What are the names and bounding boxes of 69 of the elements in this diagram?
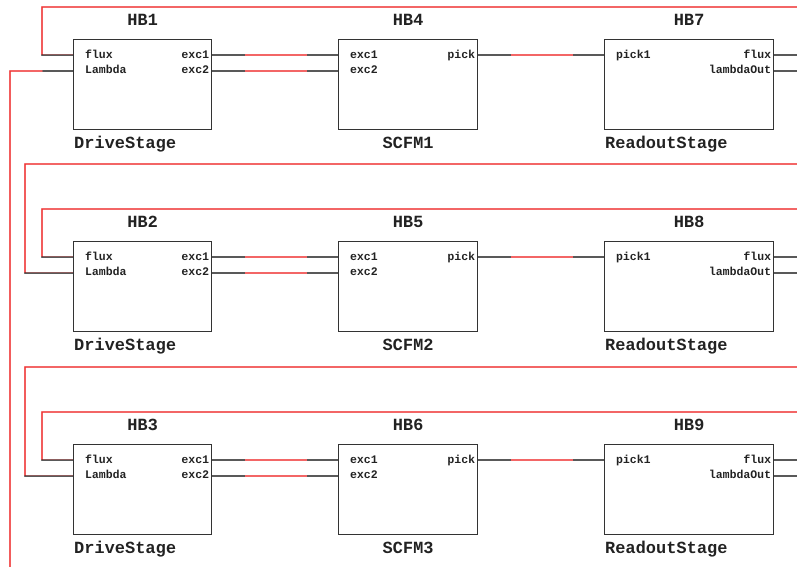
port-label: lambdaOut xyxy=(708,469,771,482)
block-name: HB9 xyxy=(672,418,706,436)
port-label: exc1 xyxy=(181,49,209,62)
wire xyxy=(774,475,797,477)
wire xyxy=(41,208,797,258)
wire xyxy=(212,54,338,56)
port-label: lambdaOut xyxy=(708,64,771,77)
port-label: flux xyxy=(743,49,771,62)
wire xyxy=(212,272,338,274)
wire xyxy=(24,163,797,274)
wire xyxy=(774,70,797,72)
port-label: Lambda xyxy=(85,469,126,482)
block-name: HB4 xyxy=(392,13,424,31)
block-type: SCFM2 xyxy=(381,338,434,356)
port-label: exc2 xyxy=(181,469,209,482)
wire xyxy=(41,411,797,461)
port-label: flux xyxy=(743,251,771,264)
port-label: pick1 xyxy=(616,454,651,467)
port-label: pick1 xyxy=(616,251,651,264)
wire xyxy=(41,6,797,56)
port-label: Lambda xyxy=(85,64,126,77)
wire xyxy=(774,54,797,56)
port-label: exc1 xyxy=(350,49,378,62)
port-label: exc1 xyxy=(181,454,209,467)
port-label: flux xyxy=(743,454,771,467)
block-type: ReadoutStage xyxy=(605,338,728,356)
port-label: pick xyxy=(447,251,475,264)
block-name: HB3 xyxy=(126,418,159,436)
port-label: Lambda xyxy=(85,266,126,279)
block-name: HB5 xyxy=(392,215,424,233)
port-label: flux xyxy=(85,454,113,467)
port-label: exc2 xyxy=(350,64,378,77)
block-name: HB8 xyxy=(672,215,706,233)
block-name: HB2 xyxy=(126,215,159,233)
port-label: exc2 xyxy=(350,469,378,482)
block-name: HB1 xyxy=(126,13,159,31)
block-name: HB7 xyxy=(672,13,706,31)
port-label: exc1 xyxy=(181,251,209,264)
wire xyxy=(24,366,797,477)
port-label: flux xyxy=(85,49,113,62)
block-type: ReadoutStage xyxy=(605,541,728,559)
port-label: pick xyxy=(447,454,475,467)
port-label: exc2 xyxy=(350,266,378,279)
wire xyxy=(774,459,797,461)
wire xyxy=(774,272,797,274)
port-label: exc1 xyxy=(350,454,378,467)
wire xyxy=(774,256,797,258)
wire xyxy=(478,256,604,258)
block-type: SCFM1 xyxy=(381,136,434,154)
wire xyxy=(478,54,604,56)
wire xyxy=(212,256,338,258)
block-type: ReadoutStage xyxy=(605,136,728,154)
port-label: lambdaOut xyxy=(708,266,771,279)
port-label: exc1 xyxy=(350,251,378,264)
port-label: flux xyxy=(85,251,113,264)
wire xyxy=(478,459,604,461)
block-type: DriveStage xyxy=(74,541,176,559)
block-type: DriveStage xyxy=(74,136,176,154)
block-type: DriveStage xyxy=(74,338,176,356)
port-label: pick xyxy=(447,49,475,62)
wire xyxy=(212,475,338,477)
port-label: exc2 xyxy=(181,266,209,279)
block-name: HB6 xyxy=(392,418,424,436)
wire xyxy=(212,70,338,72)
wire xyxy=(212,459,338,461)
wire xyxy=(9,70,73,567)
port-label: exc2 xyxy=(181,64,209,77)
block-type: SCFM3 xyxy=(381,541,434,559)
port-label: pick1 xyxy=(616,49,651,62)
